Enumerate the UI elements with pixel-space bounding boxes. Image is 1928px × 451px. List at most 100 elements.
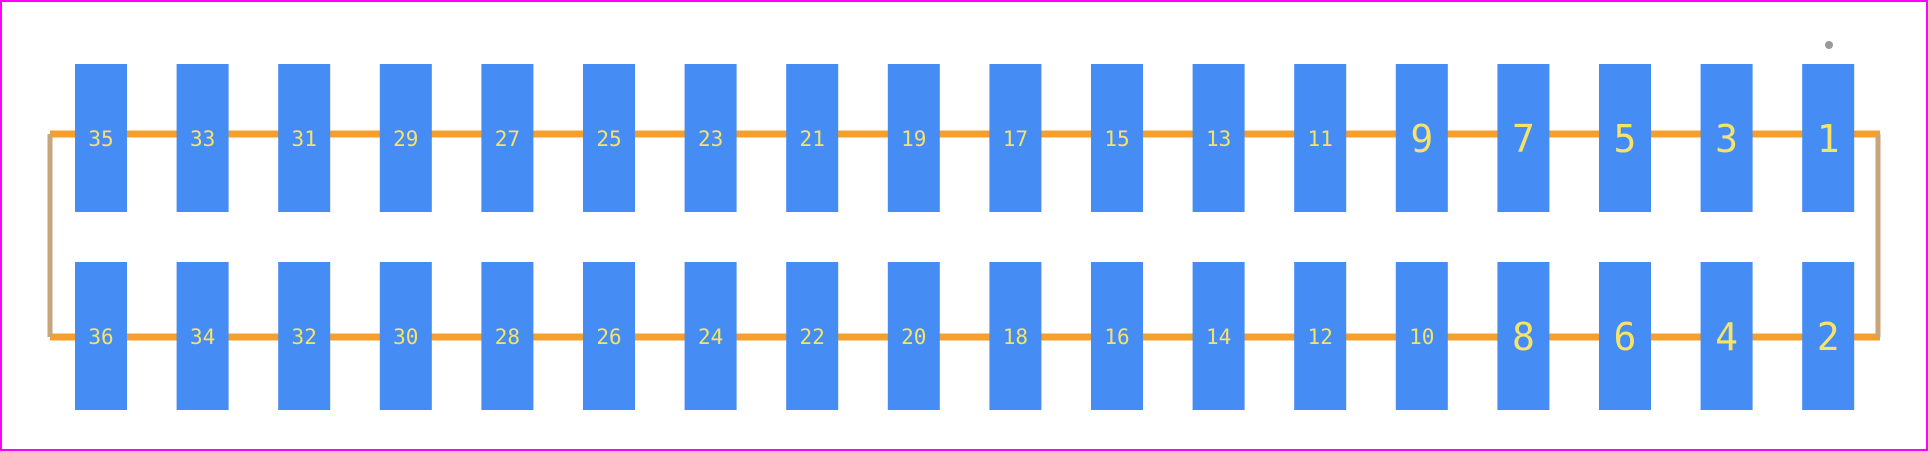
pad-label: 6 [1614,315,1637,359]
pad-rect [278,262,331,410]
pad-label: 19 [901,127,926,151]
pad-rect [887,262,940,410]
pad-32: 32 [278,262,331,410]
pad-rect [684,262,737,410]
pad-label: 8 [1512,315,1535,359]
pad-31: 31 [278,64,331,212]
pad-4: 4 [1700,262,1753,410]
pad-rect [583,262,635,410]
pad-rect [989,262,1042,410]
pad-label: 23 [698,127,723,151]
pad-23: 23 [684,64,737,212]
pad-label: 12 [1308,325,1333,349]
pad-label: 24 [698,325,723,349]
pad-rect [1599,64,1651,212]
pad-label: 11 [1308,127,1333,151]
pad-label: 32 [292,325,317,349]
pad-rect [1497,262,1550,410]
pad-rect [379,262,432,410]
pad-rect [887,64,940,212]
pad-18: 18 [989,262,1042,410]
pad-label: 14 [1206,325,1231,349]
pad-label: 33 [190,127,215,151]
pad-7: 7 [1497,64,1550,212]
pad-rect [684,64,737,212]
pin1-marker [1825,41,1833,49]
pad-8: 8 [1497,262,1550,410]
pad-3: 3 [1700,64,1753,212]
pad-label: 15 [1104,127,1129,151]
pad-rect [1091,64,1143,212]
pad-24: 24 [684,262,737,410]
pad-label: 31 [292,127,317,151]
pad-label: 34 [190,325,215,349]
pad-label: 13 [1206,127,1231,151]
pad-2: 2 [1802,262,1855,410]
pad-15: 15 [1091,64,1143,212]
pad-rect [379,64,432,212]
pad-rect [583,64,635,212]
pad-rect [278,64,331,212]
pad-label: 7 [1512,117,1535,161]
pad-label: 16 [1104,325,1129,349]
pad-label: 35 [88,127,113,151]
pad-16: 16 [1091,262,1143,410]
pad-label: 26 [596,325,621,349]
pad-35: 35 [75,64,127,212]
pad-label: 17 [1003,127,1028,151]
pad-17: 17 [989,64,1042,212]
pad-label: 18 [1003,325,1028,349]
pad-30: 30 [379,262,432,410]
pad-rect [1700,64,1753,212]
pad-rect [176,262,229,410]
pad-label: 9 [1410,117,1433,161]
pad-20: 20 [887,262,940,410]
pad-rect [1395,64,1448,212]
pad-rect [75,64,127,212]
pad-rect [1294,64,1347,212]
pad-rect [481,64,534,212]
pad-19: 19 [887,64,940,212]
pad-label: 30 [393,325,418,349]
pad-rect [1192,262,1245,410]
pad-rect [1395,262,1448,410]
pad-6: 6 [1599,262,1651,410]
pad-rect [481,262,534,410]
pad-label: 20 [901,325,926,349]
pad-label: 5 [1614,117,1637,161]
pad-rect [989,64,1042,212]
pad-rect [1599,262,1651,410]
pad-rect [1700,262,1753,410]
pad-25: 25 [583,64,635,212]
pad-label: 2 [1817,315,1840,359]
pad-9: 9 [1395,64,1448,212]
pad-14: 14 [1192,262,1245,410]
pad-label: 4 [1715,315,1738,359]
pad-label: 29 [393,127,418,151]
pad-33: 33 [176,64,229,212]
pad-label: 25 [596,127,621,151]
pad-label: 21 [800,127,825,151]
pad-29: 29 [379,64,432,212]
pad-21: 21 [786,64,839,212]
pad-rect [1294,262,1347,410]
pad-11: 11 [1294,64,1347,212]
pad-label: 10 [1409,325,1434,349]
pad-label: 27 [495,127,520,151]
pad-label: 1 [1817,117,1840,161]
pad-10: 10 [1395,262,1448,410]
pad-12: 12 [1294,262,1347,410]
pad-27: 27 [481,64,534,212]
pad-rect [786,262,839,410]
pad-26: 26 [583,262,635,410]
pad-rect [1802,262,1855,410]
pad-5: 5 [1599,64,1651,212]
pad-label: 28 [495,325,520,349]
pad-label: 3 [1715,117,1738,161]
pad-36: 36 [75,262,127,410]
pad-rect [1802,64,1855,212]
component-outline [47,130,1881,341]
